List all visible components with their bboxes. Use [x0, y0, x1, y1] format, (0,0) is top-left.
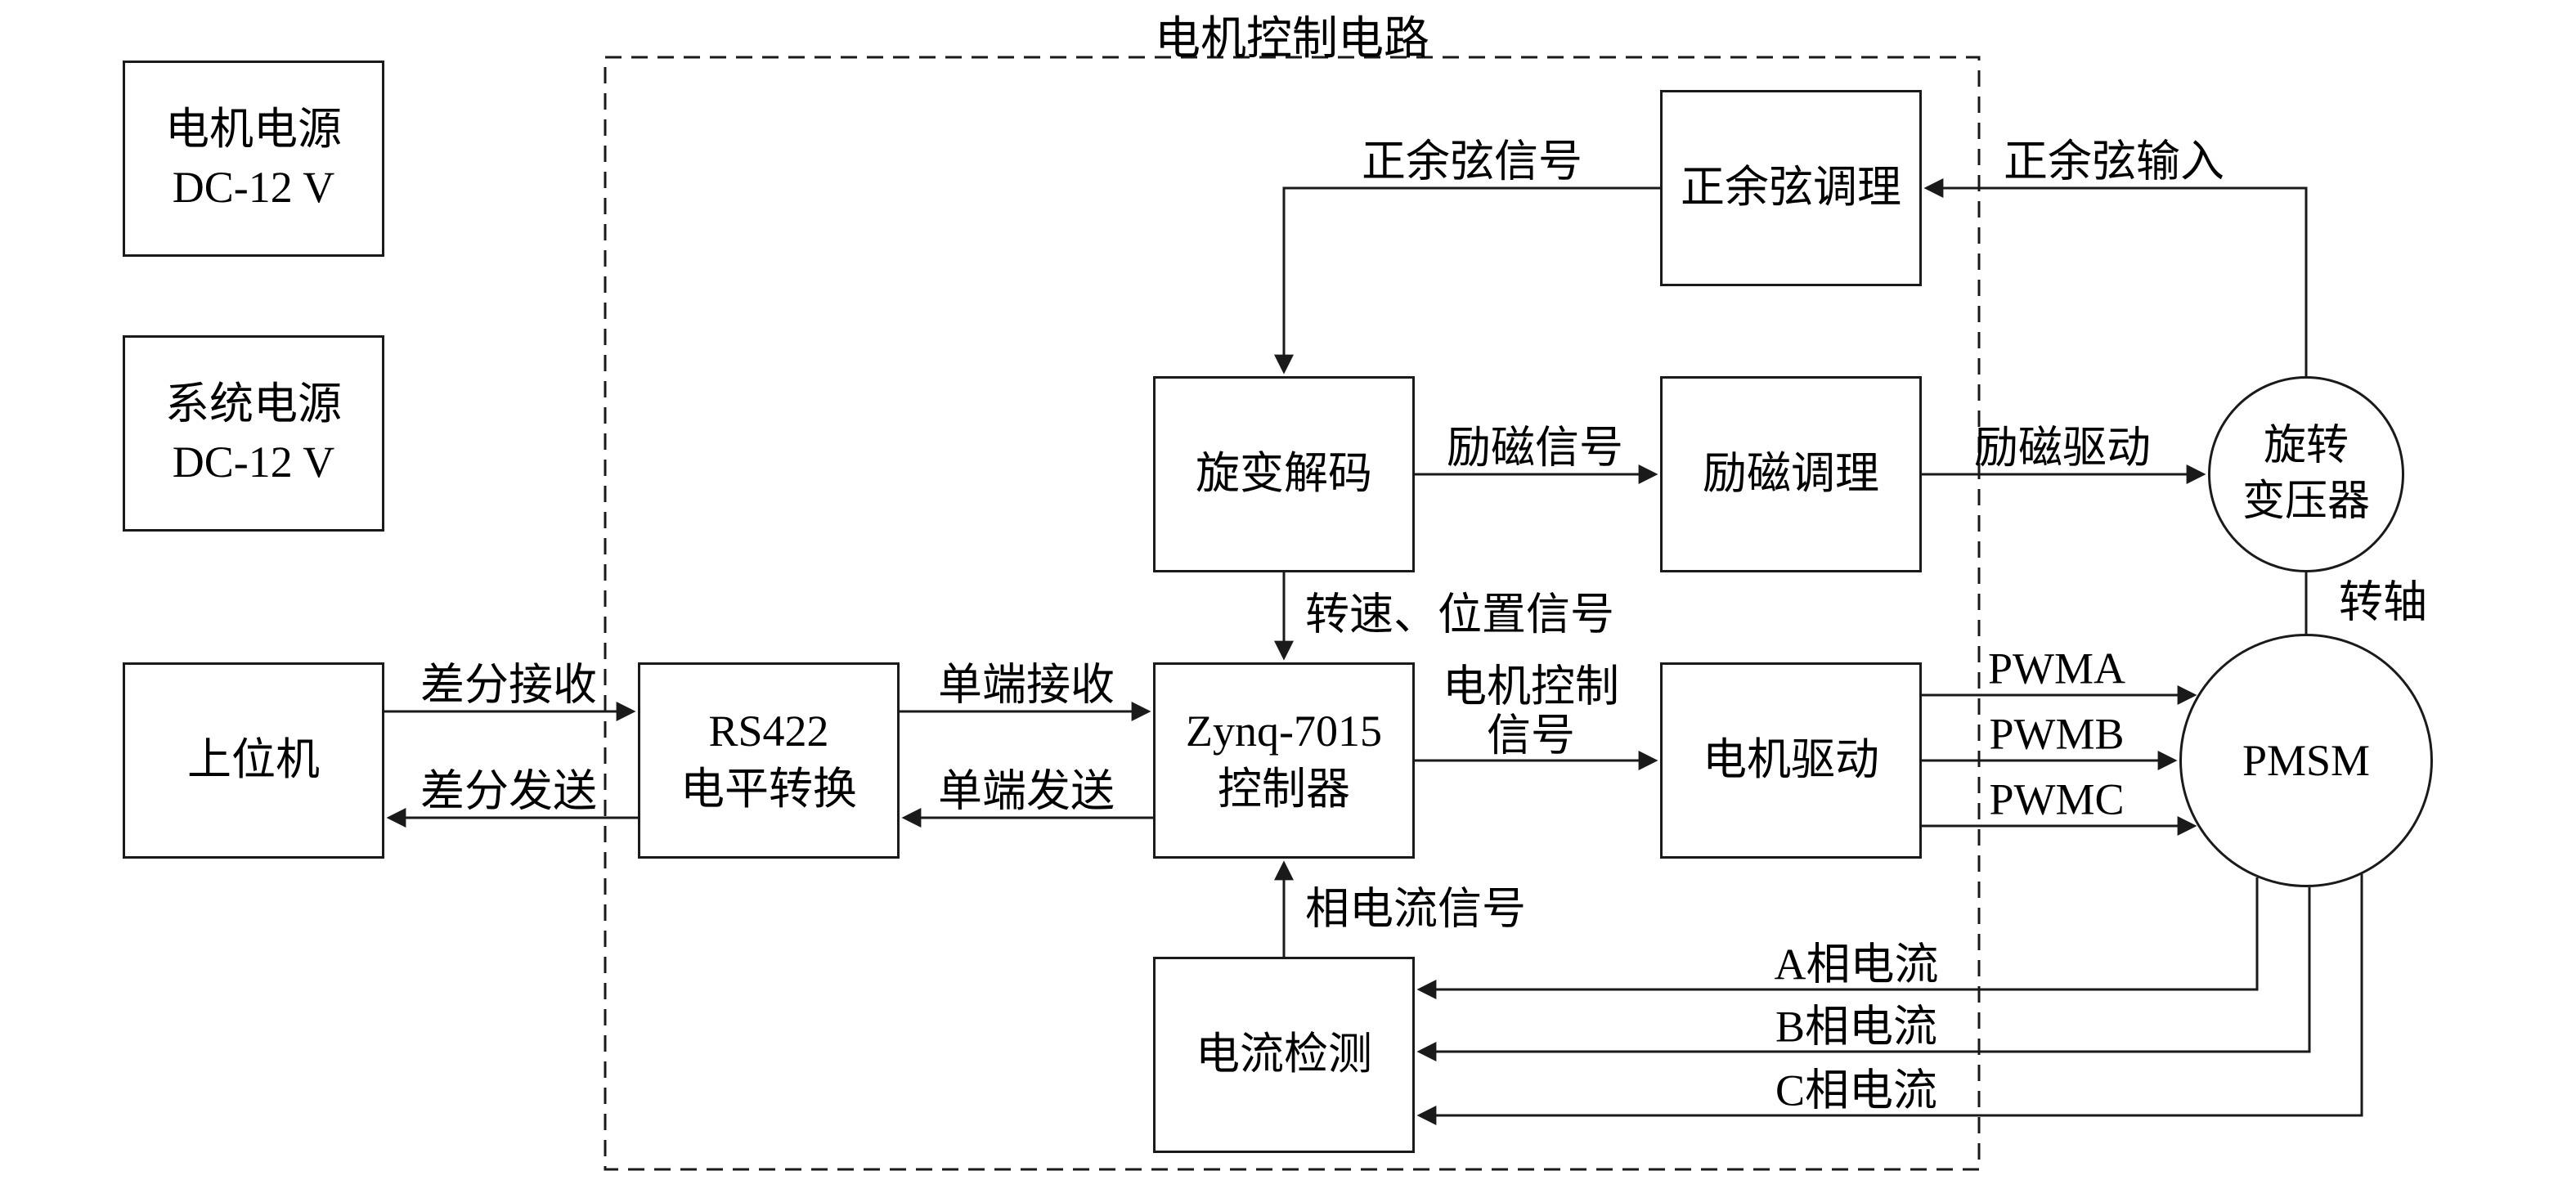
box-sincos-conditioning: 正余弦调理: [1660, 90, 1922, 286]
label-diff-rx: 差分接收: [420, 660, 597, 710]
box-current-detect: 电流检测: [1153, 957, 1415, 1153]
circle-pmsm-label: PMSM: [2242, 735, 2371, 785]
label-sincos-signal: 正余弦信号: [1362, 137, 1582, 186]
box-host-computer-label: 上位机: [187, 735, 320, 785]
box-motor-power: 电机电源 DC-12 V: [123, 61, 384, 257]
box-sincos-conditioning-label: 正余弦调理: [1681, 163, 1901, 213]
box-motor-drive: 电机驱动: [1660, 662, 1922, 859]
label-diff-tx: 差分发送: [420, 766, 597, 816]
box-system-power-line2: DC-12 V: [172, 437, 335, 487]
dashed-boundary: [604, 56, 1981, 1171]
box-rs422: RS422 电平转换: [638, 662, 900, 859]
box-zynq-controller-line1: Zynq-7015: [1186, 706, 1382, 756]
label-speed-position: 转速、位置信号: [1305, 590, 1614, 639]
label-phase-a: A相电流: [1774, 940, 1939, 989]
arrow-phase-b: [1416, 887, 2311, 1061]
label-single-rx: 单端接收: [938, 660, 1115, 710]
diagram-title: 电机控制电路: [1155, 14, 1429, 65]
label-sincos-input: 正余弦输入: [2004, 137, 2224, 186]
box-host-computer: 上位机: [123, 662, 384, 859]
box-resolver-decode-label: 旋变解码: [1196, 449, 1372, 499]
label-phase-current-signal: 相电流信号: [1305, 884, 1526, 934]
label-motor-ctrl-line2: 信号: [1487, 711, 1575, 761]
arrow-phase-a: [1416, 877, 2259, 999]
label-pwmb: PWMB: [1989, 709, 2125, 759]
label-shaft: 转轴: [2339, 577, 2427, 627]
circle-rotary-transformer: 旋转 变压器: [2208, 376, 2404, 572]
box-motor-power-line1: 电机电源: [165, 104, 342, 154]
label-pwmc: PWMC: [1989, 774, 2125, 824]
box-zynq-controller: Zynq-7015 控制器: [1153, 662, 1415, 859]
box-motor-power-line2: DC-12 V: [172, 163, 335, 212]
box-excitation-conditioning: 励磁调理: [1660, 376, 1922, 572]
label-excitation-signal: 励磁信号: [1447, 423, 1623, 473]
box-excitation-conditioning-label: 励磁调理: [1703, 449, 1879, 499]
label-motor-ctrl: 电机控制 信号: [1443, 662, 1619, 761]
label-phase-c: C相电流: [1775, 1066, 1938, 1115]
label-excitation-drive: 励磁驱动: [1974, 423, 2151, 473]
circle-rotary-transformer-line2: 变压器: [2242, 478, 2370, 525]
box-current-detect-label: 电流检测: [1196, 1030, 1372, 1079]
box-motor-drive-label: 电机驱动: [1703, 735, 1879, 785]
box-rs422-line2: 电平转换: [680, 765, 857, 814]
arrow-sincos-signal: [1274, 186, 1660, 375]
label-phase-b: B相电流: [1775, 1002, 1938, 1052]
box-system-power-line1: 系统电源: [165, 379, 342, 428]
box-rs422-line1: RS422: [708, 706, 829, 756]
arrow-phase-c: [1416, 874, 2363, 1125]
label-single-tx: 单端发送: [938, 766, 1115, 816]
circle-rotary-transformer-line1: 旋转: [2263, 423, 2349, 470]
label-motor-ctrl-line1: 电机控制: [1443, 662, 1619, 711]
box-system-power: 系统电源 DC-12 V: [123, 335, 384, 532]
arrow-sincos-input: [1923, 178, 2308, 376]
circle-pmsm: PMSM: [2179, 634, 2433, 887]
box-zynq-controller-line2: 控制器: [1218, 765, 1350, 814]
label-pwma: PWMA: [1987, 644, 2126, 693]
box-resolver-decode: 旋变解码: [1153, 376, 1415, 572]
